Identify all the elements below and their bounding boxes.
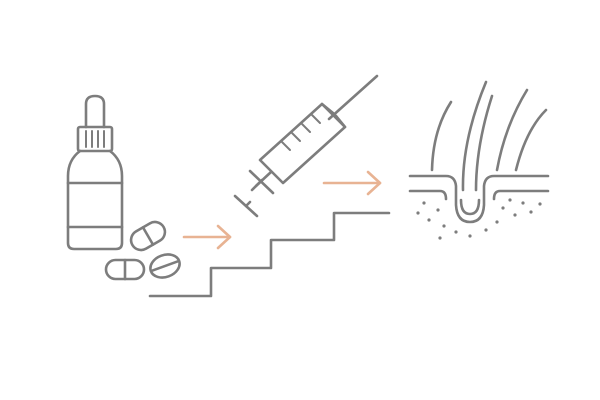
pills-icon (104, 220, 181, 281)
pill-capsule-top (129, 220, 167, 252)
pill-tablet-round (149, 253, 181, 279)
dermis-dots (416, 198, 542, 240)
dropper-bottle-icon (66, 94, 124, 251)
arrow-right-icon (182, 224, 232, 250)
arrow-right-icon (322, 170, 382, 196)
pill-capsule-bottom (104, 258, 146, 281)
hair-follicle-icon (408, 80, 550, 240)
syringe-icon (233, 74, 379, 218)
stairs-icon (148, 211, 391, 298)
